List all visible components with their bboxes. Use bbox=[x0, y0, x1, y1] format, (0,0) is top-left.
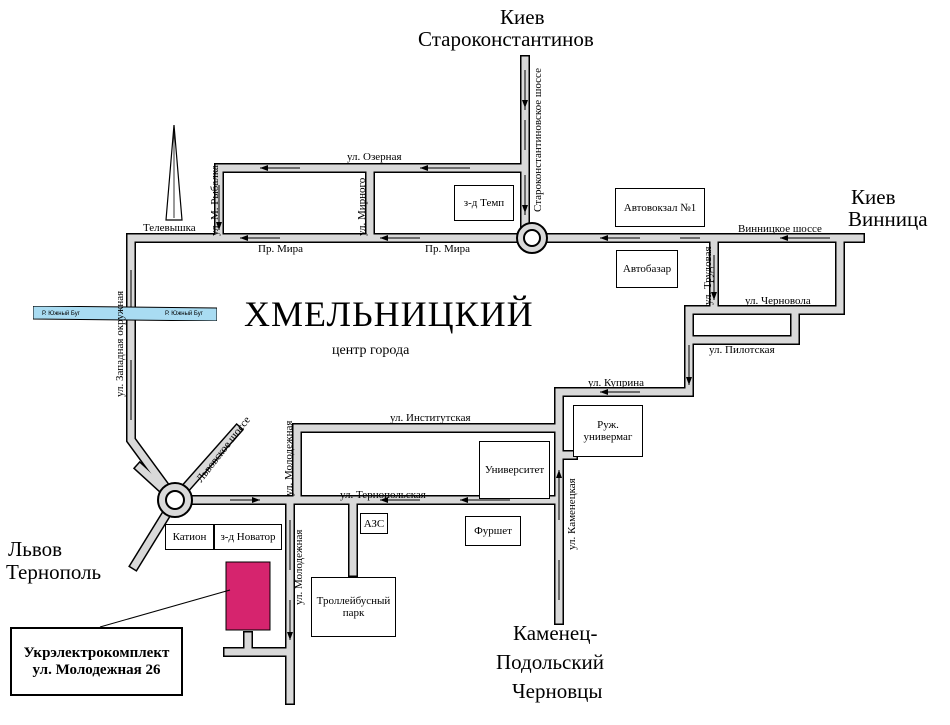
target-building bbox=[225, 561, 271, 631]
street-trudovaya: ул. Трудовая bbox=[702, 246, 714, 305]
north-direction-line1: Киев bbox=[500, 5, 545, 29]
south-direction-line1: Каменец- bbox=[513, 621, 598, 645]
city-center-label: центр города bbox=[332, 343, 410, 358]
place-temp: з-д Темп bbox=[454, 185, 514, 221]
place-novator: з-д Новатор bbox=[214, 524, 282, 550]
west-direction-line1: Львов bbox=[8, 537, 63, 561]
west-direction-line2: Тернополь bbox=[6, 560, 102, 584]
street-rybalka: ул. М. Рыбалка bbox=[209, 165, 221, 236]
street-zapadnaya: ул. Западная окружная bbox=[114, 290, 126, 397]
place-furshet: Фуршет bbox=[465, 516, 521, 546]
place-avtovokzal: Автовокзал №1 bbox=[615, 188, 705, 227]
street-mirnogo: ул. Мирного bbox=[356, 177, 368, 236]
street-ternopolskaya: ул. Тернопольская bbox=[340, 489, 426, 501]
street-kamenetskaya: ул. Каменецкая bbox=[566, 478, 578, 550]
callout-company: Укрэлектрокомплект bbox=[23, 644, 170, 661]
south-direction-line2: Подольский bbox=[496, 650, 605, 674]
street-ozernaya: ул. Озерная bbox=[347, 151, 402, 163]
street-chernovola: ул. Черновола bbox=[745, 295, 811, 307]
destination-callout: Укрэлектрокомплект ул. Молодежная 26 bbox=[10, 627, 183, 696]
street-starokonst: Староконстантиновское шоссе bbox=[532, 68, 544, 212]
callout-address: ул. Молодежная 26 bbox=[32, 661, 161, 678]
north-direction-line2: Староконстантинов bbox=[418, 27, 594, 51]
place-university: Университет bbox=[479, 441, 550, 499]
place-azs: АЗС bbox=[360, 513, 388, 534]
street-vinnitskoe: Винницкое шоссе bbox=[738, 223, 822, 235]
river-label-left: Р. Южный Буг bbox=[42, 311, 80, 317]
street-molodezhnaya-bottom: ул. Молодежная bbox=[293, 529, 305, 605]
river-label-right: Р. Южный Буг bbox=[165, 311, 203, 317]
place-ruzh-univermag: Руж.универмаг bbox=[573, 405, 643, 457]
place-avtobazar: Автобазар bbox=[616, 250, 678, 288]
river-yuzhny-bug bbox=[33, 306, 217, 321]
street-mira-left: Пр. Мира bbox=[258, 243, 303, 255]
street-kuprina: ул. Куприна bbox=[588, 377, 645, 389]
street-pilotskaya: ул. Пилотская bbox=[709, 344, 775, 356]
street-mira-right: Пр. Мира bbox=[425, 243, 470, 255]
callout-pointer bbox=[99, 589, 231, 628]
south-direction-line3: Черновцы bbox=[512, 679, 603, 703]
city-title: ХМЕЛЬНИЦКИЙ bbox=[244, 294, 534, 334]
east-direction-line1: Киев bbox=[851, 185, 896, 209]
east-direction-line2: Винница bbox=[848, 207, 928, 231]
street-institutskaya: ул. Институтская bbox=[390, 412, 471, 424]
label-teleyshka: Телевышка bbox=[143, 222, 196, 234]
street-molodezhnaya-top: ул. Молодежная bbox=[283, 420, 295, 496]
place-kation: Катион bbox=[165, 524, 214, 550]
